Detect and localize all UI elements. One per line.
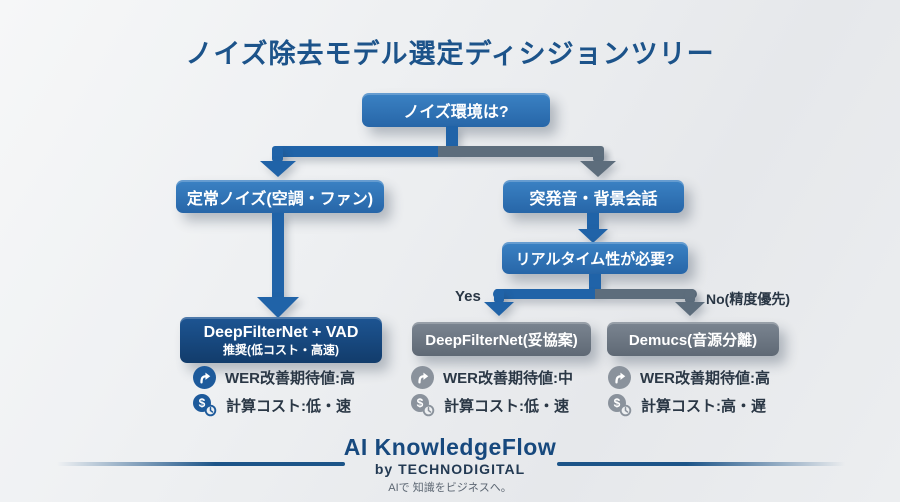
node-root-question: ノイズ環境は?	[362, 93, 550, 127]
stat-cost-row: $ 計算コスト:低・速	[411, 394, 573, 417]
stats-leaf2: WER改善期待値:中 $ 計算コスト:低・速	[411, 366, 573, 417]
stat-wer-text: WER改善期待値:高	[225, 370, 355, 387]
stat-cost-text: 計算コスト:低・速	[444, 398, 569, 415]
arrow-down-left-icon	[260, 161, 296, 177]
branch-label-no: No(精度優先)	[706, 291, 790, 307]
footer-divider-right	[557, 462, 845, 466]
connector-q2-stem	[587, 213, 599, 231]
node-sudden-noise: 突発音・背景会話	[503, 180, 684, 213]
connector-level1-bar	[272, 146, 604, 157]
footer-byline: by TECHNODIGITAL	[374, 461, 526, 477]
compute-cost-icon: $	[608, 394, 632, 417]
connector-right-drop	[593, 146, 604, 162]
node-stationary-noise: 定常ノイズ(空調・ファン)	[176, 180, 384, 213]
node-realtime-question: リアルタイム性が必要?	[502, 242, 688, 274]
compute-cost-icon: $	[411, 394, 435, 417]
connector-yes-drop	[494, 289, 504, 303]
connector-left-drop	[272, 146, 283, 162]
footer-brand: AI KnowledgeFlow	[343, 434, 557, 460]
stat-wer-row: WER改善期待値:高	[608, 366, 770, 389]
leaf-deepfilternet: DeepFilterNet(妥協案)	[412, 322, 591, 356]
arrow-down-yes-icon	[484, 302, 514, 316]
wer-improvement-icon	[411, 366, 434, 389]
clock-icon	[422, 404, 435, 417]
arrow-down-right-icon	[580, 161, 616, 177]
leaf-demucs: Demucs(音源分離)	[607, 322, 779, 356]
connector-left-long-stem	[272, 213, 284, 299]
stat-cost-text: 計算コスト:高・遅	[641, 398, 766, 415]
stat-cost-row: $ 計算コスト:低・速	[193, 394, 355, 417]
wer-improvement-icon	[193, 366, 216, 389]
stat-wer-text: WER改善期待値:中	[443, 370, 573, 387]
page-title: ノイズ除去モデル選定ディシジョンツリー	[185, 39, 715, 69]
stat-wer-text: WER改善期待値:高	[640, 370, 770, 387]
stats-leaf3: WER改善期待値:高 $ 計算コスト:高・遅	[608, 366, 770, 417]
stats-leaf1: WER改善期待値:高 $ 計算コスト:低・速	[193, 366, 355, 417]
stat-cost-row: $ 計算コスト:高・遅	[608, 394, 770, 417]
compute-cost-icon: $	[193, 394, 217, 417]
connector-root-stem	[446, 126, 458, 148]
clock-icon	[204, 404, 217, 417]
arrow-down-q2-icon	[578, 229, 608, 243]
footer-divider-left	[57, 462, 345, 466]
connector-level2-bar	[493, 289, 697, 299]
arrow-down-leaf1-icon	[257, 297, 299, 318]
leaf-deepfilternet-vad: DeepFilterNet + VAD 推奨(低コスト・高速)	[180, 317, 382, 363]
branch-label-yes: Yes	[455, 288, 481, 305]
stat-wer-row: WER改善期待値:高	[193, 366, 355, 389]
leaf1-title: DeepFilterNet + VAD	[203, 323, 359, 341]
stat-cost-text: 計算コスト:低・速	[226, 398, 351, 415]
leaf1-subtitle: 推奨(低コスト・高速)	[223, 342, 339, 357]
footer-tagline: AIで 知識をビジネスへ。	[388, 482, 512, 494]
wer-improvement-icon	[608, 366, 631, 389]
arrow-down-no-icon	[675, 302, 705, 316]
stat-wer-row: WER改善期待値:中	[411, 366, 573, 389]
connector-q2-down	[589, 274, 601, 291]
clock-icon	[619, 404, 632, 417]
connector-no-drop	[685, 289, 695, 303]
